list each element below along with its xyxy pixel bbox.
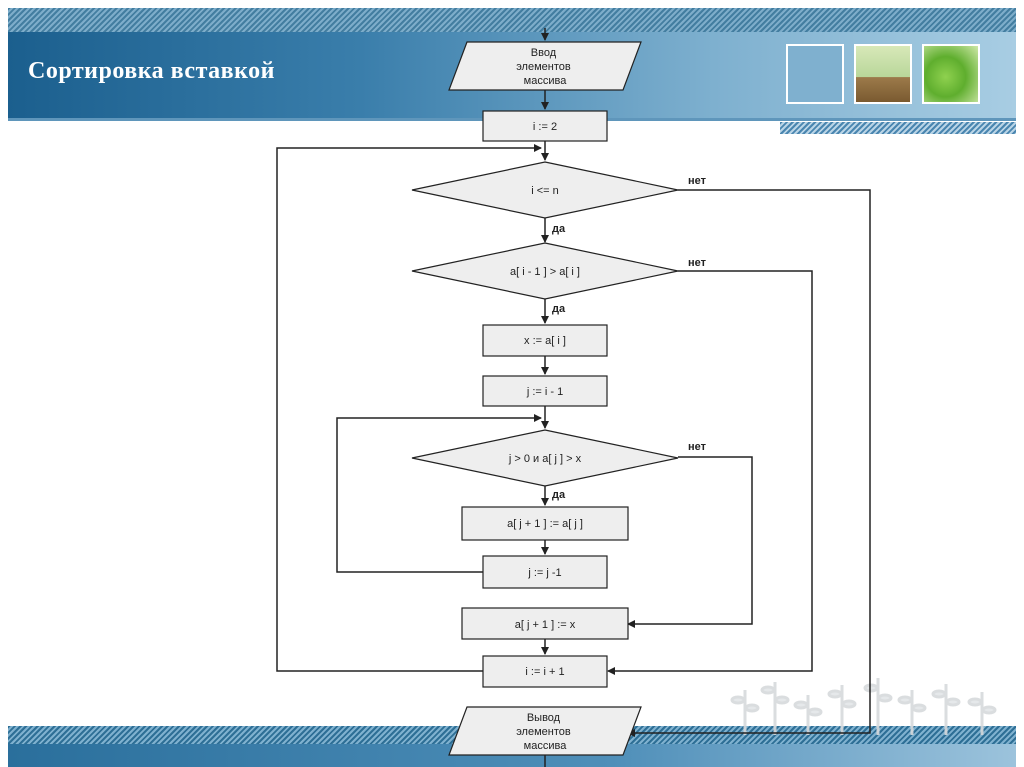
outer-condition-label: i <= n: [531, 185, 559, 197]
shift-label: a[ j + 1 ] := a[ j ]: [507, 518, 583, 530]
insert-label: a[ j + 1 ] := x: [515, 619, 576, 631]
leaf-thumbnail-icon: [922, 44, 980, 104]
top-hatch-band: [8, 8, 1016, 32]
outer-yes-label: да: [552, 223, 566, 235]
j-init-box: [482, 375, 608, 407]
compare-no-label: нет: [688, 257, 707, 269]
x-assign-box: [482, 324, 608, 357]
edge-outer-loop-back: [276, 144, 542, 672]
input-parallelogram: [448, 41, 642, 91]
outer-no-label: нет: [688, 175, 707, 187]
input-label: Ввод элементов массива: [516, 47, 574, 87]
j-dec-label: j := j -1: [527, 567, 561, 579]
output-parallelogram: [448, 706, 642, 756]
edge-compare-no: [607, 270, 813, 675]
x-assign-label: x := a[ i ]: [524, 335, 566, 347]
shift-box: [461, 506, 629, 541]
edge-outer-no: [627, 189, 871, 737]
edge-inner-loop-back: [336, 414, 542, 573]
i-inc-label: i := i + 1: [525, 666, 564, 678]
compare-yes-label: да: [552, 303, 566, 315]
j-init-label: j := i - 1: [526, 386, 563, 398]
inner-condition-diamond: [411, 429, 679, 487]
i-inc-box: [482, 655, 608, 688]
photo-thumbnail-icon: [786, 44, 844, 104]
inner-yes-label: да: [552, 489, 566, 501]
slide-title: Сортировка вставкой: [28, 58, 275, 84]
compare-condition-label: a[ i - 1 ] > a[ i ]: [510, 266, 580, 278]
i-init-label: i := 2: [533, 121, 557, 133]
insert-box: [461, 607, 629, 640]
header-stripe: [780, 122, 1016, 134]
output-label: Вывод элементов массива: [516, 712, 574, 752]
j-dec-box: [482, 555, 608, 589]
inner-no-label: нет: [688, 441, 707, 453]
edge-inner-no: [627, 456, 753, 628]
i-init-box: [482, 110, 608, 142]
compare-condition-diamond: [411, 242, 679, 300]
inner-condition-label: j > 0 и a[ j ] > x: [508, 453, 582, 465]
outer-condition-diamond: [411, 161, 679, 219]
sprout-thumbnail-icon: [854, 44, 912, 104]
sprout-watermark-icon: [730, 678, 997, 735]
